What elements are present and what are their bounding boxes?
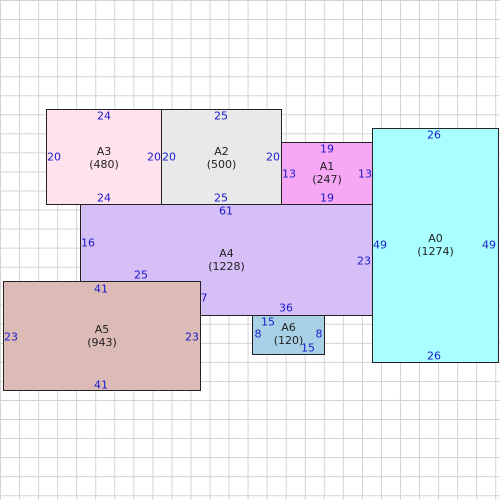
a6-left-dim: 8 <box>254 327 262 341</box>
a0-bottom-dim: 26 <box>427 349 441 363</box>
a1-right-dim: 13 <box>358 167 372 181</box>
a5-left-dim: 23 <box>4 330 18 344</box>
a4-inner-left-dim: 7 <box>200 291 208 305</box>
rect-a3-name: A3 <box>96 145 112 158</box>
rect-a5-name: A5 <box>94 323 110 336</box>
a2-bottom-dim: 25 <box>214 191 228 205</box>
a4-top-dim: 61 <box>219 204 233 218</box>
a5-right-dim: 23 <box>185 330 199 344</box>
rect-a1: A1 (247) <box>281 142 373 205</box>
a0-top-dim: 26 <box>427 128 441 142</box>
rect-a0-area: (1274) <box>417 245 454 258</box>
a3-right-dim: 20 <box>147 150 161 164</box>
a0-left-dim: 49 <box>373 238 387 252</box>
rect-a6-area: (120) <box>273 334 304 347</box>
a6-bottom-dim: 15 <box>301 341 315 355</box>
a4-left-dim: 16 <box>81 236 95 250</box>
rect-a4-area: (1228) <box>208 260 245 273</box>
a1-left-dim: 13 <box>282 167 296 181</box>
rect-a6: A6 (120) <box>252 315 325 355</box>
a5-bottom-dim: 41 <box>94 378 108 392</box>
rect-a5: A5 (943) <box>3 281 201 391</box>
rect-a2: A2 (500) <box>161 109 282 205</box>
a0-right-dim: 49 <box>482 238 496 252</box>
a4-bottom-right-dim: 36 <box>279 301 293 315</box>
a4-inner-top-dim: 25 <box>134 268 148 282</box>
rect-a3-area: (480) <box>89 158 119 171</box>
a3-bottom-dim: 24 <box>97 191 111 205</box>
rect-a6-name: A6 <box>281 321 296 334</box>
a4-right-dim: 23 <box>357 254 371 268</box>
rect-a1-name: A1 <box>319 160 335 173</box>
a6-right-dim: 8 <box>315 327 323 341</box>
rect-a2-name: A2 <box>214 145 229 158</box>
a1-top-dim: 19 <box>320 142 334 156</box>
a2-right-dim: 20 <box>266 150 280 164</box>
a2-left-dim: 20 <box>162 150 176 164</box>
a2-top-dim: 25 <box>214 109 228 123</box>
a6-top-dim: 15 <box>261 315 275 329</box>
rect-a0: A0 (1274) <box>372 128 499 363</box>
rect-a0-name: A0 <box>428 232 443 245</box>
a5-top-dim: 41 <box>94 282 108 296</box>
rect-a5-area: (943) <box>87 336 117 349</box>
rect-a4-name: A4 <box>219 247 234 260</box>
rect-a1-area: (247) <box>312 173 342 186</box>
a3-left-dim: 20 <box>47 150 61 164</box>
a3-top-dim: 24 <box>97 109 111 123</box>
rect-a2-area: (500) <box>206 158 237 171</box>
a1-bottom-dim: 19 <box>320 191 334 205</box>
